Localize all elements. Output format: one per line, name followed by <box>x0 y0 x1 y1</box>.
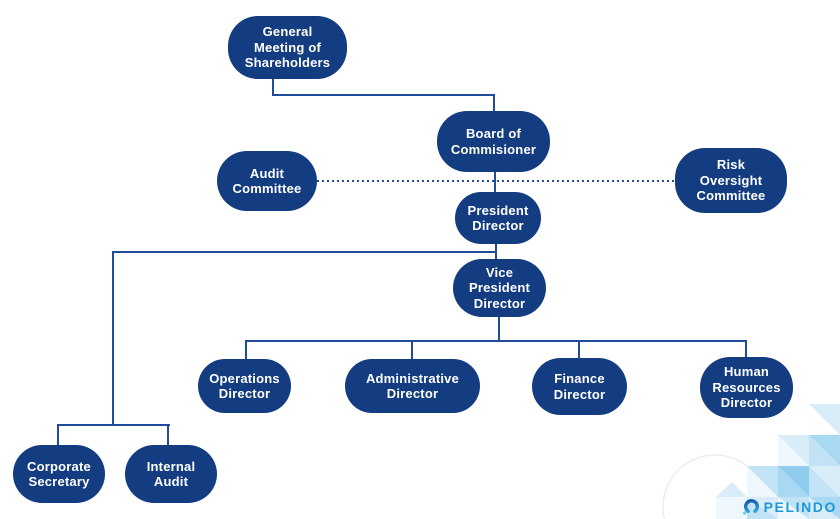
connector-line <box>745 340 747 358</box>
connector-line <box>245 340 247 360</box>
connector-line <box>498 315 500 342</box>
pelindo-logo: PELINDO <box>742 498 837 516</box>
connector-line <box>578 340 580 359</box>
connector-line <box>167 424 169 446</box>
pelindo-swirl-icon <box>742 499 759 515</box>
connector-line <box>272 78 274 95</box>
pelindo-logo-text: PELINDO <box>763 499 837 515</box>
connector-line <box>57 424 170 426</box>
connector-line <box>112 251 497 253</box>
connector-line <box>112 251 114 426</box>
connector-line <box>493 94 495 112</box>
dotted-connector-line <box>317 180 675 182</box>
connector-line <box>57 424 59 446</box>
connector-line <box>245 340 747 342</box>
connector-line <box>272 94 495 96</box>
connector-line <box>411 340 413 360</box>
